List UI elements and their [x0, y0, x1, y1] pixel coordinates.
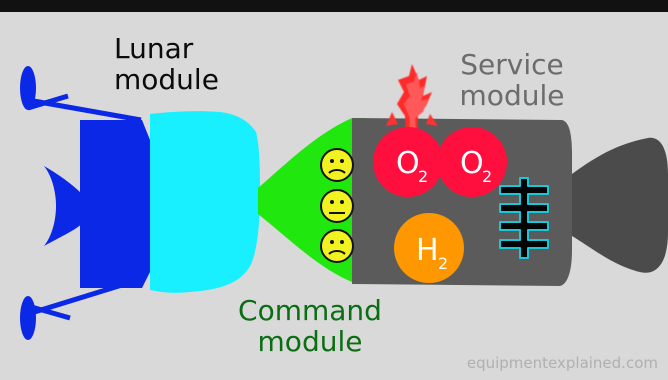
oxygen-tank-2-label: O 2 — [460, 146, 492, 186]
lunar-footpad-lower — [20, 296, 36, 340]
command-module-label: Command module — [236, 294, 384, 358]
lunar-ascent-stage — [150, 111, 260, 293]
top-border — [0, 0, 668, 12]
lunar-descent-stage — [80, 120, 150, 288]
hydrogen-tank-label: H 2 — [416, 233, 448, 273]
lunar-leg-upper-brace — [27, 93, 69, 111]
fuel-cell-icon — [499, 177, 549, 259]
oxygen-tank-1-label: O 2 — [396, 146, 428, 186]
hydrogen-tank-subscript: 2 — [438, 254, 448, 273]
service-module-label: Service module — [452, 48, 572, 112]
lunar-module-label: Lunar module — [114, 32, 219, 96]
worried-face-icon — [320, 189, 354, 223]
oxygen-tank-2-symbol: O — [460, 146, 484, 181]
watermark: equipmentexplained.com — [466, 354, 658, 372]
lunar-module-label-line-1: Lunar — [114, 32, 194, 65]
command-module-label-line-1: Command — [238, 294, 382, 327]
lunar-module-label-line-2: module — [114, 62, 219, 96]
service-engine-nozzle — [572, 137, 668, 273]
lunar-engine-bell — [44, 166, 82, 246]
worried-face-icon — [320, 229, 354, 263]
hydrogen-tank-symbol: H — [416, 233, 439, 268]
oxygen-tank-2 — [437, 127, 507, 197]
hydrogen-tank — [394, 213, 464, 283]
crew-faces — [320, 148, 354, 263]
explosion-icon — [386, 64, 438, 140]
oxygen-tank-1 — [373, 127, 443, 197]
command-module-label-line-2: module — [257, 324, 363, 358]
oxygen-tank-2-subscript: 2 — [482, 167, 492, 186]
oxygen-tank-1-subscript: 2 — [418, 167, 428, 186]
worried-face-icon — [320, 148, 354, 182]
oxygen-tank-1-symbol: O — [396, 146, 420, 181]
service-module-label-line-2: module — [459, 78, 565, 112]
lunar-footpad-upper — [20, 66, 36, 110]
service-module-label-line-1: Service — [460, 48, 564, 81]
lunar-module — [20, 66, 150, 340]
